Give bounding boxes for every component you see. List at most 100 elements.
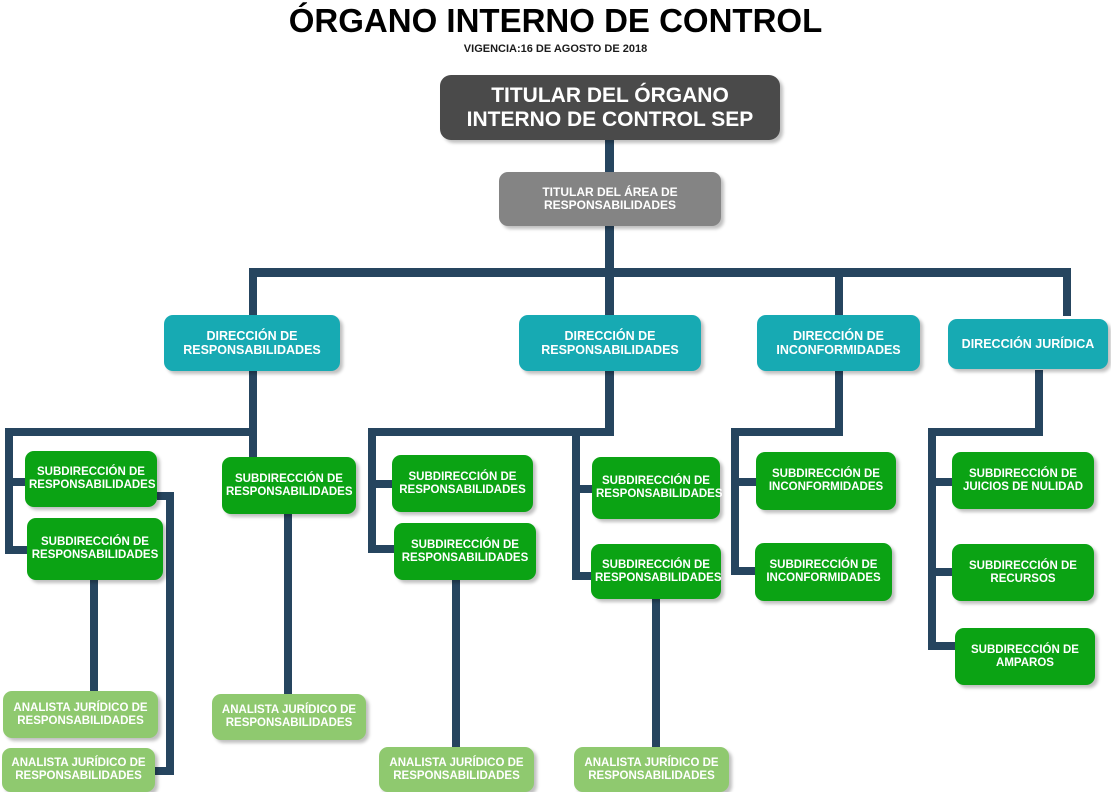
node-direccion-2-line2: RESPONSABILIDADES [541,343,679,357]
node-direccion-responsabilidades-1[interactable]: DIRECCIÓN DE RESPONSABILIDADES [164,315,340,371]
page-subtitle: VIGENCIA:16 DE AGOSTO DE 2018 [463,43,648,55]
node-direccion-3-line2: INCONFORMIDADES [776,343,901,357]
node-subdireccion-amparos[interactable]: SUBDIRECCIÓN DE AMPAROS [955,628,1095,685]
node-analista-2-line2: RESPONSABILIDADES [15,770,142,782]
connector-g3-bus [731,428,843,436]
connector-g2-stub-sub1 [368,480,396,488]
connector-g2-bus [368,428,614,436]
connector-main-bus [249,268,1071,277]
node-subdireccion-inconformidades-1[interactable]: SUBDIRECCIÓN DE INCONFORMIDADES [756,452,896,510]
node-analista-4-line1: ANALISTA JURÍDICO DE [389,756,524,769]
node-sub-4-line1: SUBDIRECCIÓN DE [408,470,517,483]
connector-g4-stem [1035,370,1043,436]
node-direccion-3-line1: DIRECCIÓN DE [793,329,884,343]
node-sub-1-line1: SUBDIRECCIÓN DE [37,466,145,479]
node-direccion-inconformidades[interactable]: DIRECCIÓN DE INCONFORMIDADES [757,315,920,371]
connector-g1-stem2 [249,428,257,458]
node-sub-4-line2: RESPONSABILIDADES [399,483,526,496]
node-sub-6-line2: RESPONSABILIDADES [596,488,723,500]
node-sub-12-line2: AMPAROS [996,656,1054,669]
node-sub-7-line1: SUBDIRECCIÓN DE [602,558,710,571]
connector-g2-mid-rail [572,428,580,580]
node-subdireccion-inconformidades-2[interactable]: SUBDIRECCIÓN DE INCONFORMIDADES [755,543,892,601]
connector-titular-down [605,225,614,273]
node-sub-3-line1: SUBDIRECCIÓN DE [235,472,343,485]
node-sub-11-line2: RECURSOS [990,572,1056,585]
connector-drop-direccion-3 [835,268,843,316]
connector-g3-left-rail [731,428,739,575]
node-root[interactable]: TITULAR DEL ÓRGANO INTERNO DE CONTROL SE… [440,75,780,140]
connector-g1-stub-sub1-right [157,492,174,500]
node-sub-2-line1: SUBDIRECCIÓN DE [41,536,149,549]
node-analista-5-line1: ANALISTA JURÍDICO DE [584,756,719,769]
connector-drop-direccion-4 [1063,268,1071,316]
node-direccion-1-line2: RESPONSABILIDADES [183,343,321,357]
connector-g1-sub3-to-analista [284,514,292,694]
connector-g1-stub-sub2 [5,546,33,554]
connector-root-to-titular [605,140,614,176]
connector-g2-stub-sub4 [572,572,596,580]
node-direccion-1-line1: DIRECCIÓN DE [206,329,298,343]
connector-g4-stub-sub3 [928,642,958,650]
node-root-line1: TITULAR DEL ÓRGANO [491,83,729,107]
node-subdireccion-recursos[interactable]: SUBDIRECCIÓN DE RECURSOS [952,544,1094,601]
connector-g1-stub-analista2 [148,767,174,775]
node-analista-1-line1: ANALISTA JURÍDICO DE [13,701,148,714]
node-sub-8-line1: SUBDIRECCIÓN DE [772,468,880,481]
connector-drop-direccion-2 [605,268,614,316]
node-sub-6-line1: SUBDIRECCIÓN DE [602,475,710,488]
node-subdireccion-responsabilidades-6[interactable]: SUBDIRECCIÓN DE RESPONSABILIDADES [592,457,723,519]
connector-g1-bus [5,428,257,436]
node-titular-line1: TITULAR DEL ÁREA DE [542,184,678,199]
node-sub-7-line2: RESPONSABILIDADES [595,571,722,584]
node-sub-1-line2: RESPONSABILIDADES [29,479,156,491]
connector-g1-right-rail [166,492,174,775]
node-sub-10-line2: JUICIOS DE NULIDAD [962,480,1084,493]
node-direccion-responsabilidades-2[interactable]: DIRECCIÓN DE RESPONSABILIDADES [519,315,701,371]
connector-g2-stub-sub2 [368,545,396,553]
node-subdireccion-responsabilidades-3[interactable]: SUBDIRECCIÓN DE RESPONSABILIDADES [222,457,356,514]
node-direccion-juridica[interactable]: DIRECCIÓN JURÍDICA [948,319,1108,369]
node-titular-area-responsabilidades[interactable]: TITULAR DEL ÁREA DE RESPONSABILIDADES [499,172,721,226]
connector-drop-direccion-1 [249,268,257,316]
node-subdireccion-responsabilidades-2[interactable]: SUBDIRECCIÓN DE RESPONSABILIDADES [27,518,163,580]
node-direccion-2-line1: DIRECCIÓN DE [564,329,656,343]
node-sub-9-line1: SUBDIRECCIÓN DE [769,559,878,572]
node-sub-10-line1: SUBDIRECCIÓN DE [969,467,1077,480]
connector-g3-stem [835,370,843,436]
node-sub-11-line1: SUBDIRECCIÓN DE [969,559,1077,572]
node-subdireccion-juicios-de-nulidad[interactable]: SUBDIRECCIÓN DE JUICIOS DE NULIDAD [952,452,1094,509]
connector-g4-left-rail [928,428,936,650]
connector-g1-sub2-to-analista1 [90,580,98,692]
connector-g2-stub-sub3 [572,485,596,493]
node-analista-juridico-5[interactable]: ANALISTA JURÍDICO DE RESPONSABILIDADES [574,747,729,792]
node-analista-1-line2: RESPONSABILIDADES [17,714,144,727]
node-root-line2: INTERNO DE CONTROL SEP [466,107,754,131]
node-analista-3-line2: RESPONSABILIDADES [225,717,353,729]
node-analista-juridico-4[interactable]: ANALISTA JURÍDICO DE RESPONSABILIDADES [379,747,534,792]
node-subdireccion-responsabilidades-5[interactable]: SUBDIRECCIÓN DE RESPONSABILIDADES [394,523,536,580]
node-analista-juridico-2[interactable]: ANALISTA JURÍDICO DE RESPONSABILIDADES [2,748,155,792]
node-sub-3-line2: RESPONSABILIDADES [226,485,353,498]
node-analista-juridico-1[interactable]: ANALISTA JURÍDICO DE RESPONSABILIDADES [3,691,158,738]
connector-g1-left-rail [5,428,13,554]
node-analista-4-line2: RESPONSABILIDADES [393,769,520,782]
node-titular-line2: RESPONSABILIDADES [543,198,677,212]
node-subdireccion-responsabilidades-1[interactable]: SUBDIRECCIÓN DE RESPONSABILIDADES [25,451,157,507]
node-analista-3-line1: ANALISTA JURÍDICO DE [221,704,357,717]
connector-g1-stub-sub1 [5,478,33,486]
node-subdireccion-responsabilidades-4[interactable]: SUBDIRECCIÓN DE RESPONSABILIDADES [392,455,533,512]
connector-g1-stem [249,370,257,436]
node-direccion-4-line1: DIRECCIÓN JURÍDICA [961,337,1095,351]
page-title: ÓRGANO INTERNO DE CONTROL [288,2,823,39]
connector-g2-left-rail [368,428,376,553]
node-sub-9-line2: INCONFORMIDADES [766,572,881,584]
node-sub-5-line2: RESPONSABILIDADES [401,551,529,564]
node-sub-8-line2: INCONFORMIDADES [768,481,884,493]
connector-g2-sub4-to-analista [652,598,660,748]
node-subdireccion-responsabilidades-7[interactable]: SUBDIRECCIÓN DE RESPONSABILIDADES [591,544,722,599]
node-analista-juridico-3[interactable]: ANALISTA JURÍDICO DE RESPONSABILIDADES [212,694,366,740]
node-analista-5-line2: RESPONSABILIDADES [588,769,715,782]
connector-g2-stem [605,370,614,436]
